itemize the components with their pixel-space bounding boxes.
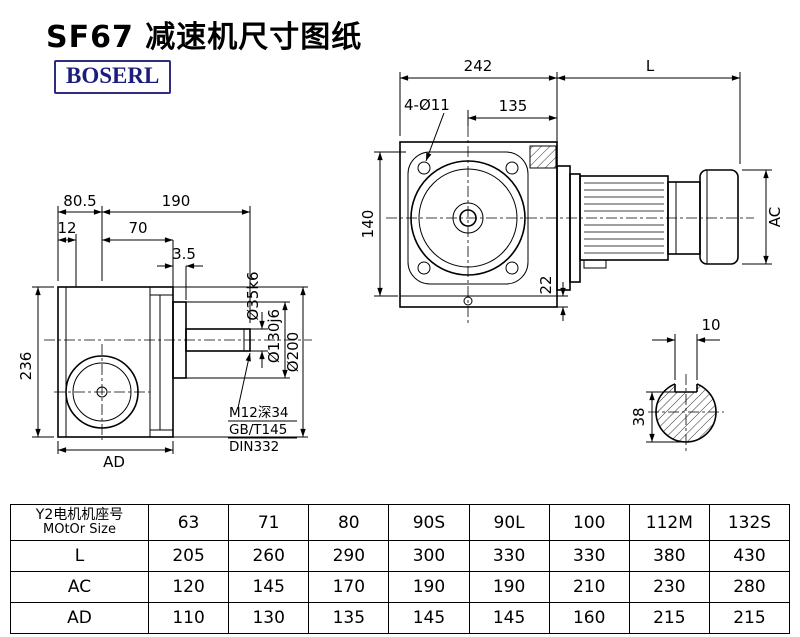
bolt-hole [505, 161, 519, 175]
page-title: SF67 减速机尺寸图纸 [46, 20, 363, 55]
motor-size-table: Y2电机机座号 MOtOr Size 63 71 80 90S 90L 100 … [10, 504, 791, 634]
table-cell: 330 [468, 540, 550, 572]
table-cell: 120 [147, 571, 230, 603]
table-row-motor-size: Y2电机机座号 MOtOr Size 63 71 80 90S 90L 100 … [10, 504, 791, 541]
table-row-l: L 205 260 290 300 330 330 380 430 [10, 540, 791, 572]
side-view-dimensions: 80.5 190 12 70 3.5 236 AD [17, 192, 308, 471]
table-cell: 132S [708, 504, 791, 541]
table-cell: 170 [308, 571, 390, 603]
table-cell: 160 [548, 602, 630, 634]
technical-drawing: 80.5 190 12 70 3.5 236 AD [17, 57, 784, 471]
bolt-hole [505, 261, 519, 275]
dim-ac: AC [766, 207, 784, 227]
table-cell: 260 [228, 540, 310, 572]
side-view [44, 286, 312, 440]
table-cell: 190 [468, 571, 550, 603]
front-view [386, 126, 754, 324]
table-cell: 290 [308, 540, 390, 572]
boserl-logo: BOSERL [54, 60, 172, 94]
table-cell: 380 [628, 540, 710, 572]
table-cell: 90S [388, 504, 470, 541]
shaft-section [648, 374, 724, 452]
table-cell: 63 [147, 504, 230, 541]
dim-key-width: 10 [701, 316, 720, 334]
table-row-ad: AD 110 130 135 145 145 160 215 215 [10, 602, 791, 634]
table-cell: 145 [388, 602, 470, 634]
shaft-section-dimensions: 10 38 [630, 316, 721, 443]
table-cell: 330 [548, 540, 630, 572]
dim-140: 140 [359, 210, 377, 239]
bolt-hole [417, 161, 431, 175]
table-row-ac: AC 120 145 170 190 190 210 230 280 [10, 571, 791, 603]
dim-3-5: 3.5 [172, 245, 196, 263]
dim-190: 190 [162, 192, 191, 210]
bolt-hole [417, 261, 431, 275]
dim-key-height: 38 [630, 407, 648, 426]
dim-236: 236 [17, 352, 35, 381]
table-cell: 190 [388, 571, 470, 603]
table-cell: 135 [308, 602, 390, 634]
note-din332: DIN332 [229, 439, 279, 455]
dim-ad: AD [103, 453, 125, 471]
dim-flange-dia: Ø200 [284, 332, 302, 372]
dim-l: L [646, 57, 655, 75]
dim-12: 12 [57, 219, 76, 237]
table-cell: 80 [308, 504, 390, 541]
front-view-dimensions: 242 L 135 4-Ø11 140 22 AC [359, 57, 784, 321]
table-cell: 280 [708, 571, 791, 603]
table-cell: 71 [228, 504, 310, 541]
dim-shaft-dia: Ø35k6 [244, 271, 262, 320]
table-cell: 210 [548, 571, 630, 603]
dim-242: 242 [464, 57, 493, 75]
dim-70: 70 [128, 219, 147, 237]
table-cell: 300 [388, 540, 470, 572]
table-cell: 145 [228, 571, 310, 603]
note-m12: M12深34 [229, 405, 289, 421]
table-cell: 215 [708, 602, 791, 634]
dim-spigot-dia: Ø130j6 [265, 309, 283, 363]
row-header-en: MOtOr Size [43, 522, 116, 538]
table-cell: 205 [147, 540, 230, 572]
table-cell: 112M [628, 504, 710, 541]
table-cell: 430 [708, 540, 791, 572]
note-gbt145: GB/T145 [229, 422, 287, 438]
table-cell: 130 [228, 602, 310, 634]
row-header-motor-size: Y2电机机座号 MOtOr Size [10, 504, 149, 541]
row-header-cn: Y2电机机座号 [35, 506, 124, 523]
dim-22: 22 [537, 275, 555, 294]
table-cell: 215 [628, 602, 710, 634]
table-cell: 230 [628, 571, 710, 603]
dim-80-5: 80.5 [63, 192, 96, 210]
row-header-ac: AC [10, 571, 149, 603]
motor-cooling-fins [584, 182, 664, 254]
row-header-ad: AD [10, 602, 149, 634]
table-cell: 145 [468, 602, 550, 634]
dim-135: 135 [499, 97, 528, 115]
dim-4xd11: 4-Ø11 [404, 96, 450, 114]
table-cell: 110 [147, 602, 230, 634]
row-header-l: L [10, 540, 149, 572]
table-cell: 100 [548, 504, 630, 541]
table-cell: 90L [468, 504, 550, 541]
